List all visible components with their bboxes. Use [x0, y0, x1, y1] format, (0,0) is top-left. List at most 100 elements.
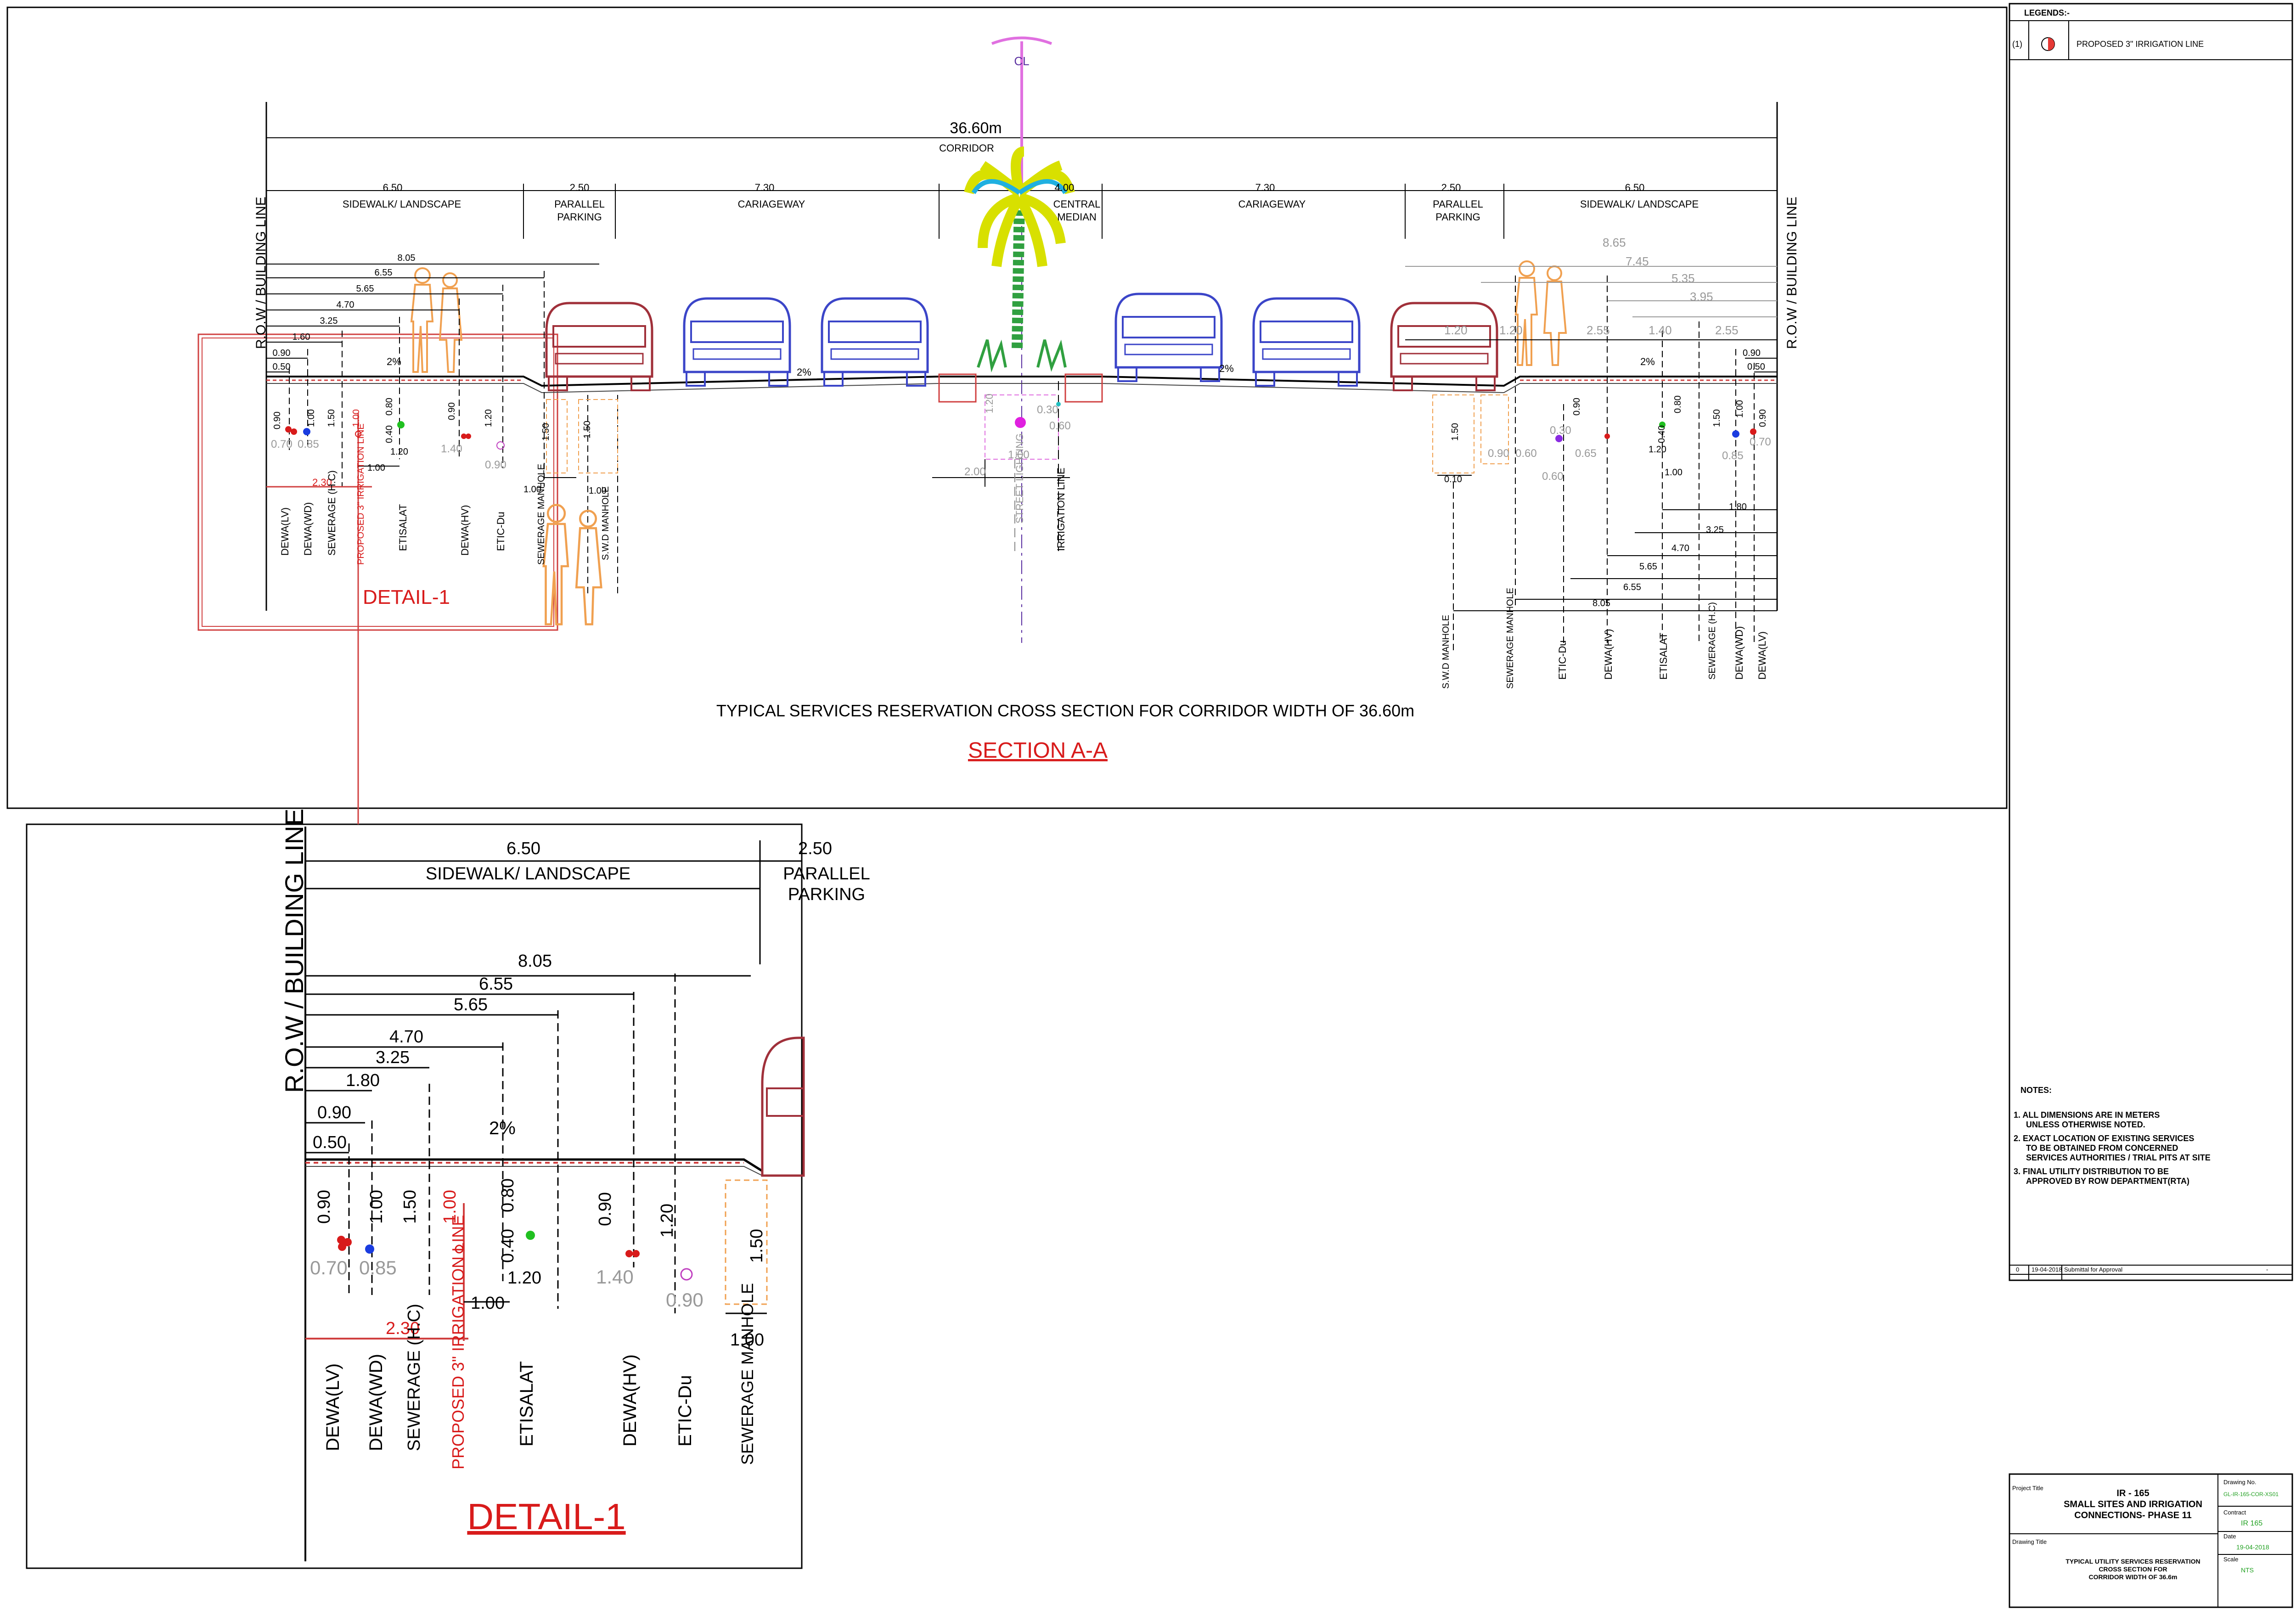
- zone-2-width: 2.50: [570, 182, 590, 193]
- right-depth-0-80: 0.80: [1673, 395, 1683, 413]
- zone-5-width: 7.30: [1255, 182, 1275, 193]
- car-1: [684, 298, 790, 386]
- median-dim-0-60: 0.60: [1049, 420, 1071, 432]
- note-line-4: TO BE OBTAINED FROM CONCERNED: [2026, 1143, 2178, 1153]
- right-depth-0-65: 0.65: [1575, 447, 1597, 460]
- zone-5-label: CARIAGEWAY: [1238, 198, 1306, 210]
- palm-tree-icon: [964, 146, 1075, 349]
- dewa-wd-marker-right: [1732, 430, 1739, 438]
- zone-7-label: SIDEWALK/ LANDSCAPE: [1580, 198, 1699, 210]
- detail-dewa-hv-marker: [625, 1250, 633, 1257]
- util-right-dewa-wd: DEWA(WD): [1733, 626, 1745, 680]
- dewa-lv-marker-left: [285, 426, 292, 433]
- zone-6-label-2: PARKING: [1435, 211, 1480, 223]
- right-depth-0-60-a: 0.60: [1515, 447, 1537, 460]
- detail-depth-sewerage: 1.50: [400, 1190, 420, 1224]
- row-label-left: R.O.W / BUILDING LINE: [253, 197, 269, 349]
- detail-offset-6-55: 6.55: [479, 974, 513, 994]
- offset-6-55: 6.55: [375, 268, 393, 278]
- drawing-title-line-1: TYPICAL UTILITY SERVICES RESERVATION: [2065, 1558, 2200, 1565]
- offset-4-70: 4.70: [337, 300, 355, 310]
- detail-zone2-label: PARALLEL: [783, 864, 870, 884]
- detail-util-irrigation: PROPOSED 3" IRRIGATION LINE: [449, 1215, 467, 1469]
- detail-spacing-0-90: 0.90: [666, 1289, 703, 1311]
- util-left-etisalat: ETISALAT: [397, 504, 409, 551]
- right-row-2-55-b: 2.55: [1715, 323, 1739, 337]
- detail-dewa-wd-marker: [365, 1244, 374, 1254]
- zone-2-label-2: PARKING: [557, 211, 602, 223]
- detail-parked-car: [761, 1036, 805, 1177]
- section-title: TYPICAL SERVICES RESERVATION CROSS SECTI…: [716, 701, 1414, 720]
- row-label-right: R.O.W / BUILDING LINE: [1784, 197, 1800, 349]
- spacing-0-85: 0.85: [298, 438, 319, 450]
- right-depth-0-90-lv: 0.90: [1758, 409, 1768, 427]
- right-row-1-20-b: 1.20: [1499, 323, 1523, 337]
- right-small-0-50: 0.50: [1747, 362, 1765, 372]
- right-offset-8-65: 8.65: [1603, 236, 1626, 249]
- right-depth-0-85: 0.85: [1722, 450, 1744, 462]
- legend-index: (1): [2012, 39, 2022, 49]
- detail-tag: DETAIL-1: [467, 1496, 625, 1537]
- section-subtitle: SECTION A-A: [968, 738, 1108, 763]
- detail-dewa-lv-marker: [337, 1236, 345, 1244]
- detail-etic-du-marker: [680, 1268, 693, 1281]
- corridor-width: 36.60m: [950, 119, 1002, 137]
- detail-offset-0-90: 0.90: [317, 1103, 351, 1122]
- street-lighting-label: STREET LIGHTING: [1014, 433, 1025, 524]
- spacing-1-00-swd: 1.00: [589, 486, 607, 496]
- dewa-hv-marker-left: [461, 433, 467, 439]
- depth-sewerage-manhole: 1.50: [541, 423, 551, 441]
- project-title-line-1: IR - 165: [2116, 1488, 2149, 1498]
- revision-mark: -: [2266, 1266, 2268, 1273]
- detail-depth-etic-du: 1.20: [658, 1204, 677, 1238]
- legend-label: PROPOSED 3" IRRIGATION LINE: [2077, 39, 2204, 49]
- detail-row-label: R.O.W / BUILDING LINE: [280, 809, 309, 1093]
- detail-spacing-1-00-mh: 1.00: [730, 1330, 764, 1350]
- irrigation-line-label: IRRIGATION LINE: [1055, 467, 1067, 551]
- date-label: Date: [2223, 1533, 2236, 1540]
- etic-du-marker-right: [1555, 435, 1563, 442]
- right-row-1-20-a: 1.20: [1444, 323, 1468, 337]
- right-depth-0-40: 0.40: [1657, 425, 1667, 443]
- util-left-sewerage-manhole: SEWERAGE MANHOLE: [536, 464, 546, 565]
- detail-offset-3-25: 3.25: [376, 1048, 410, 1067]
- right-row-2-55-a: 2.55: [1587, 323, 1610, 337]
- zone-3-width: 7.30: [755, 182, 775, 193]
- detail-tag-section: DETAIL-1: [363, 586, 450, 608]
- util-right-sewerage-hc: SEWERAGE (H.C): [1707, 602, 1717, 680]
- drawing-title-line-2: CROSS SECTION FOR: [2099, 1565, 2167, 1573]
- depth-etic-du: 1.20: [484, 409, 494, 427]
- contract-label: Contract: [2223, 1509, 2246, 1516]
- spacing-2-30: 2.30: [312, 477, 332, 488]
- slope-road-left: 2%: [797, 366, 811, 378]
- depth-dewa-lv: 0.90: [272, 411, 282, 429]
- right-row-1-40: 1.40: [1649, 323, 1672, 337]
- detail-spacing-0-85: 0.85: [359, 1257, 397, 1278]
- util-left-dewa-wd: DEWA(WD): [302, 502, 314, 556]
- parked-car-left: [546, 303, 652, 390]
- right-depth-1-20: 1.20: [1649, 445, 1666, 455]
- detail-depth-irrigation: 1.00: [440, 1190, 460, 1224]
- detail-util-sewerage-manhole: SEWERAGE MANHOLE: [738, 1283, 757, 1465]
- dewa-wd-marker-left: [303, 428, 310, 435]
- right-depth-1-00-wd: 1.00: [1735, 400, 1745, 418]
- note-line-5: SERVICES AUTHORITIES / TRIAL PITS AT SIT…: [2026, 1153, 2211, 1162]
- right-bottom-6-55: 6.55: [1623, 582, 1641, 592]
- right-depth-1-50: 1.50: [1712, 409, 1722, 427]
- right-bottom-5-65: 5.65: [1639, 562, 1657, 572]
- scale-label: Scale: [2223, 1556, 2239, 1563]
- scale-value: NTS: [2241, 1566, 2254, 1574]
- date-value: 19-04-2018: [2236, 1543, 2269, 1551]
- spacing-0-90: 0.90: [485, 459, 506, 471]
- title-block: [2009, 1473, 2293, 1608]
- detail-zone2-width: 2.50: [798, 839, 832, 858]
- util-right-etic-du: ETIC-Du: [1557, 640, 1568, 680]
- detail-spacing-2-30: 2.30: [386, 1319, 420, 1338]
- contract-number: IR 165: [2241, 1520, 2262, 1527]
- offset-3-25: 3.25: [320, 316, 338, 326]
- util-left-sewerage-hc: SEWERAGE (H.C): [326, 470, 338, 556]
- detail-zone2-label-2: PARKING: [788, 885, 865, 904]
- irrigation-marker-left: [355, 431, 361, 437]
- slope-road-right: 2%: [1219, 363, 1234, 374]
- detail-util-etisalat: ETISALAT: [517, 1361, 537, 1447]
